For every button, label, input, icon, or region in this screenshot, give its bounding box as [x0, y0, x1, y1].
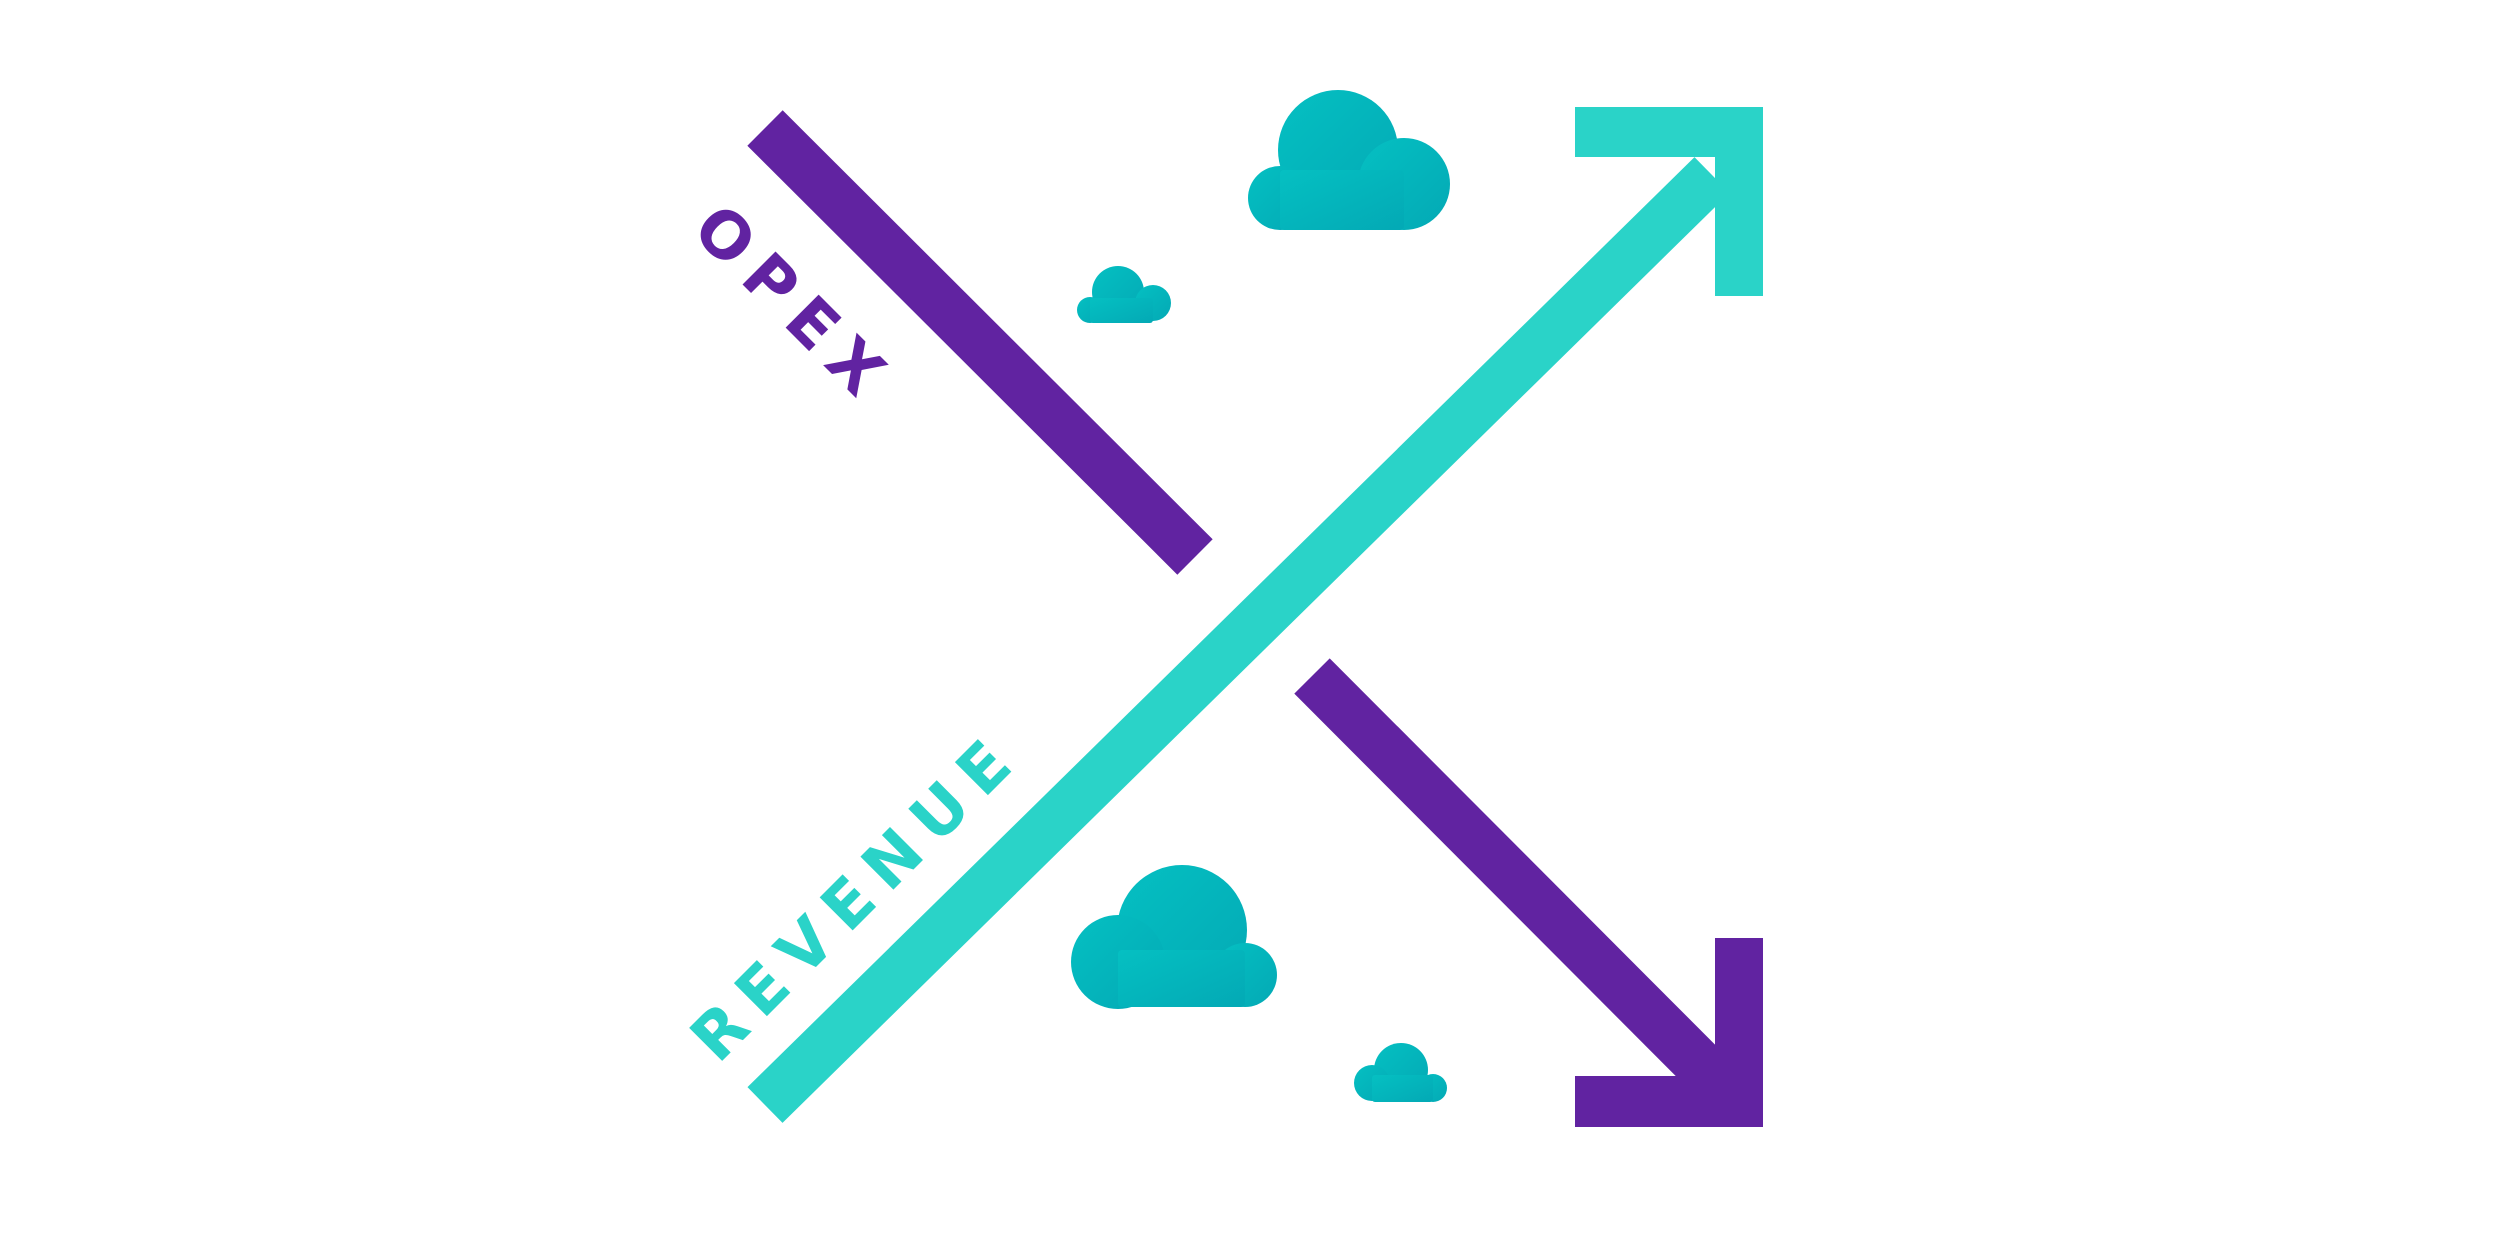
- revenue-arrowhead: [1575, 107, 1763, 296]
- opex-arrowhead: [1575, 938, 1763, 1127]
- revenue-arrow: [747, 107, 1763, 1123]
- cloud-bottom-large: [1071, 865, 1277, 1009]
- cloud-top-small: [1077, 266, 1171, 323]
- opex-arrow: [1294, 658, 1763, 1127]
- cloud-top-large: [1248, 90, 1450, 230]
- opex-line: [747, 110, 1213, 575]
- cloud-bottom-small: [1354, 1043, 1447, 1102]
